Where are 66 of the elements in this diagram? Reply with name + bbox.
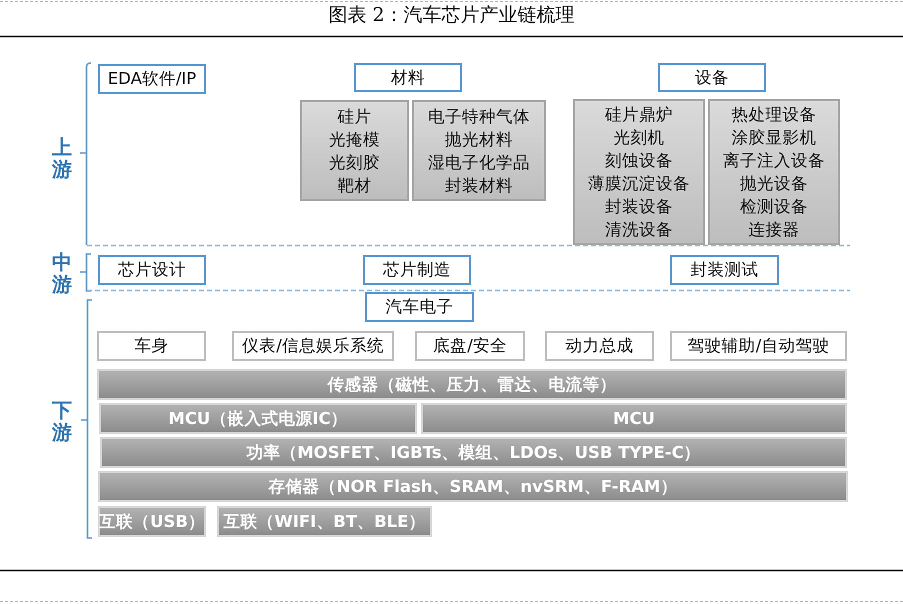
item-text: 连接器 [748, 219, 800, 241]
item-text: 硅片 [338, 106, 372, 128]
item-text: 热处理设备 [732, 104, 816, 126]
item-text: 涂胶显影机 [732, 127, 816, 149]
component-bar [217, 506, 432, 537]
component-bar [421, 403, 847, 434]
item-text: 光刻机 [614, 127, 664, 149]
category-label: 封装测试 [690, 259, 758, 281]
item-list-panel [708, 99, 840, 245]
component-label: MCU [613, 408, 655, 430]
category-box [365, 292, 474, 322]
stage-label: 中游 [52, 251, 72, 295]
item-text: 封装设备 [605, 196, 673, 218]
item-text: 清洗设备 [605, 219, 673, 241]
stage-label: 下游 [52, 399, 72, 443]
category-label: 车身 [134, 335, 168, 357]
component-bar [97, 369, 847, 400]
category-box [232, 331, 394, 361]
item-text: 薄膜沉淀设备 [588, 173, 690, 195]
item-text: 湿电子化学品 [428, 152, 530, 174]
item-text: 抛光材料 [445, 128, 513, 150]
item-text: 靶材 [338, 174, 372, 196]
item-list-panel [573, 99, 705, 245]
category-box [363, 255, 471, 285]
item-text: 封装材料 [445, 174, 513, 196]
category-box [98, 64, 206, 94]
category-label: 汽车电子 [386, 296, 454, 318]
category-box [354, 63, 462, 92]
category-label: EDA软件/IP [108, 68, 196, 90]
category-label: 仪表/信息娱乐系统 [242, 335, 384, 357]
item-text: 离子注入设备 [723, 150, 825, 172]
item-text: 电子特种气体 [428, 106, 530, 128]
component-label: MCU（嵌入式电源IC） [168, 408, 348, 430]
category-label: 动力总成 [566, 335, 634, 357]
category-box [670, 255, 779, 285]
category-box [670, 331, 847, 361]
category-label: 底盘/安全 [433, 335, 507, 357]
category-box [97, 331, 206, 361]
item-text: 光掩模 [329, 128, 380, 150]
component-bar [98, 506, 206, 537]
category-box [545, 331, 654, 361]
component-label: 功率（MOSFET、IGBTs、模组、LDOs、USB TYPE-C） [246, 442, 701, 464]
category-label: 材料 [391, 66, 425, 88]
category-label: 驾驶辅助/自动驾驶 [688, 335, 830, 357]
component-bar [100, 437, 847, 468]
category-label: 芯片制造 [383, 259, 451, 281]
category-label: 芯片设计 [118, 259, 186, 281]
component-label: 传感器（磁性、压力、雷达、电流等） [328, 374, 616, 396]
component-bar [99, 403, 417, 434]
item-text: 光刻胶 [329, 152, 380, 174]
component-bar [98, 471, 848, 502]
component-label: 存储器（NOR Flash、SRAM、nvSRM、F-RAM） [268, 476, 678, 498]
item-text: 硅片鼎炉 [605, 104, 673, 126]
item-text: 检测设备 [740, 196, 808, 218]
item-text: 刻蚀设备 [605, 150, 673, 172]
category-label: 设备 [695, 66, 729, 88]
item-list-panel [412, 100, 546, 201]
chart-title: 图表 2：汽车芯片产业链梳理 [328, 3, 575, 27]
item-text: 抛光设备 [740, 173, 808, 195]
category-box [658, 63, 766, 92]
item-list-panel [300, 100, 409, 201]
category-box [98, 255, 206, 285]
component-label: 互联（WIFI、BT、BLE） [224, 510, 426, 532]
category-box [415, 331, 525, 361]
stage-label: 上游 [52, 136, 72, 180]
component-label: 互联（USB） [99, 510, 205, 532]
